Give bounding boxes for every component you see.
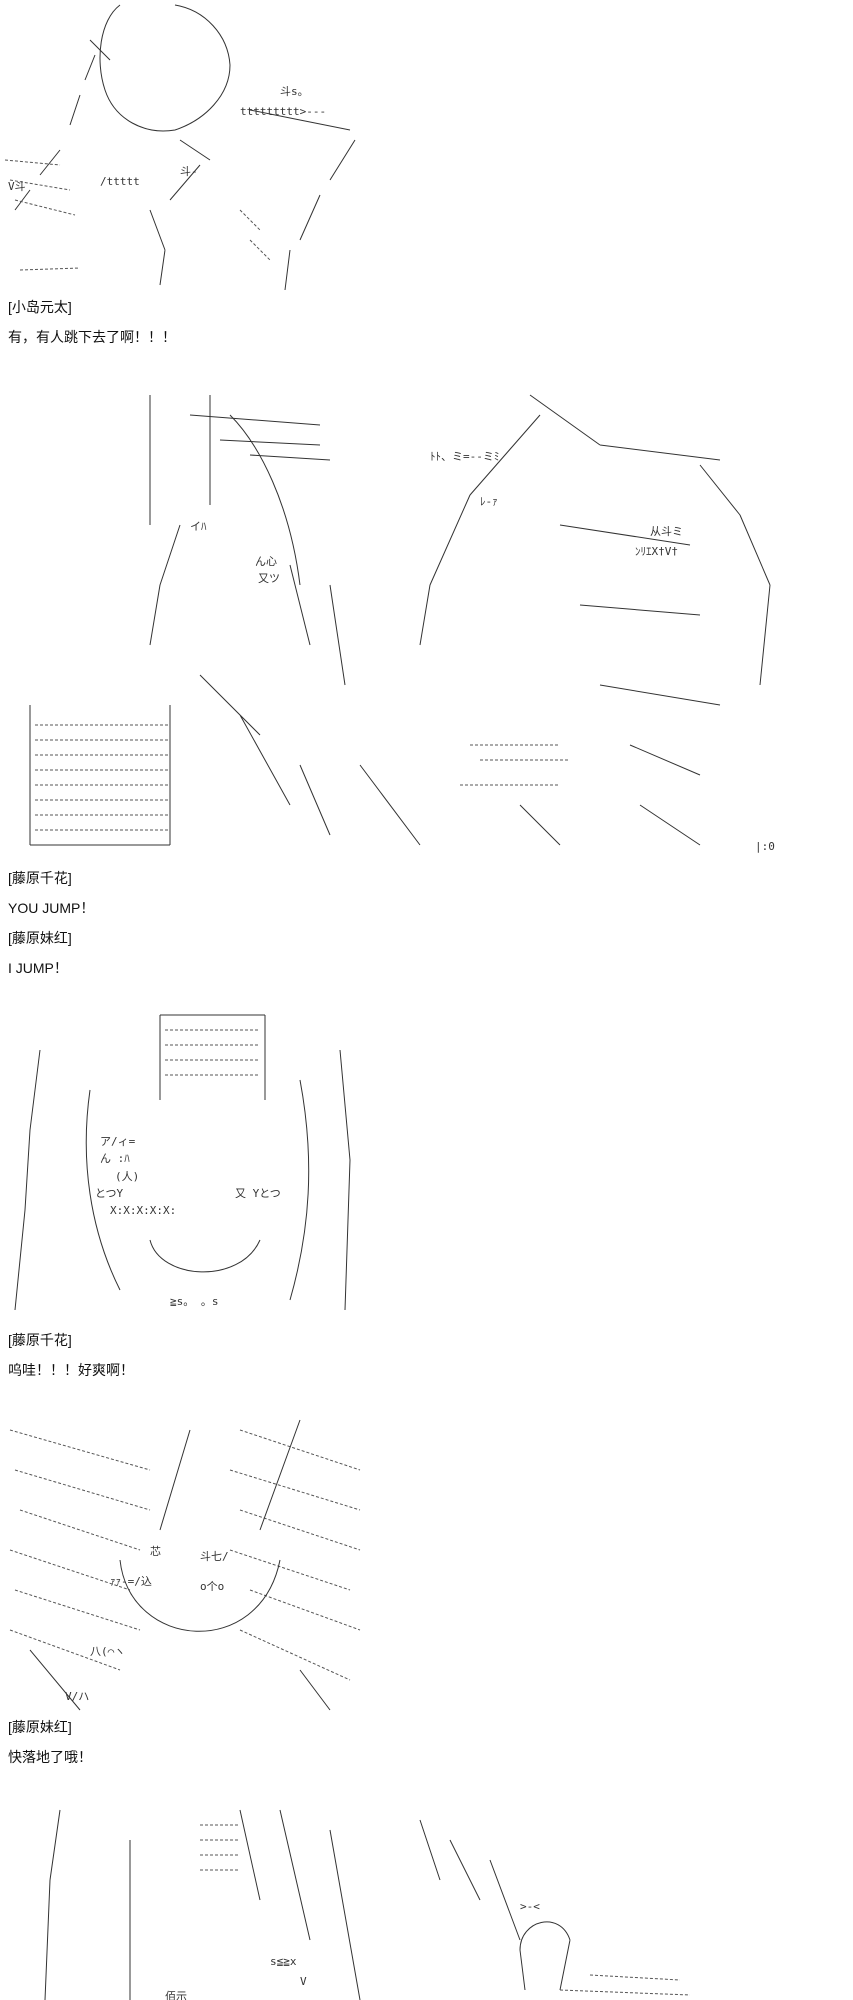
art-fragment: 斗s。 bbox=[280, 85, 309, 98]
dialogue-line: 有，有人跳下去了啊！！！ bbox=[8, 329, 176, 345]
art-fragment: イﾊ bbox=[190, 520, 207, 533]
art-fragment: ん心 bbox=[255, 555, 277, 568]
art-fragment: 斗- bbox=[180, 165, 198, 178]
art-fragment: o个o bbox=[200, 1580, 224, 1593]
art-fragment: ん :ﾊ bbox=[100, 1152, 130, 1165]
ascii-art-drawing-3: ア/ィ= ん :ﾊ (人) とつY X:X:X:X:X: 又 Yとつ ≧s。 。… bbox=[14, 1014, 351, 1311]
art-fragment: X:X:X:X:X: bbox=[110, 1204, 176, 1217]
art-fragment: /ttttt bbox=[100, 175, 140, 188]
speaker-label: [藤原妹红] bbox=[8, 1719, 72, 1735]
art-fragment: ア/ィ= bbox=[100, 1135, 136, 1148]
ascii-art-panel-3: ア/ィ= ん :ﾊ (人) とつY X:X:X:X:X: 又 Yとつ ≧s。 。… bbox=[0, 1010, 380, 1330]
speaker-label: [藤原千花] bbox=[8, 870, 72, 886]
ascii-art-panel-5: s≦≧x 佰示 V >-< bbox=[0, 1800, 700, 2000]
ascii-art-panel-1: 斗s。 ttttttttt>--- 斗- /ttttt V斗 bbox=[0, 0, 440, 300]
art-fragment: ﾚ-ｧ bbox=[480, 495, 498, 508]
ascii-art-panel-4: 芯 斗七/ ｧｧ-=/込 o个o 八(⌒ヽ V/ハ bbox=[0, 1410, 380, 1720]
art-fragment: ﾄﾄ、ミ=--ミﾐ bbox=[430, 450, 499, 463]
art-fragment: >-< bbox=[520, 1900, 540, 1913]
art-fragment: ≧s。 。s bbox=[170, 1295, 219, 1308]
art-fragment: V斗 bbox=[8, 180, 26, 193]
ascii-art-drawing-4: 芯 斗七/ ｧｧ-=/込 o个o 八(⌒ヽ V/ハ bbox=[9, 1419, 361, 1711]
art-fragment: 又 Yとつ bbox=[235, 1187, 281, 1200]
ascii-art-drawing-1: 斗s。 ttttttttt>--- 斗- /ttttt V斗 bbox=[4, 4, 356, 291]
speaker-label: [小岛元太] bbox=[8, 299, 72, 315]
art-fragment: (人) bbox=[115, 1170, 139, 1183]
art-fragment: V/ハ bbox=[65, 1690, 89, 1703]
art-fragment: とつY bbox=[95, 1187, 124, 1200]
art-fragment: V bbox=[300, 1975, 307, 1988]
art-fragment: 又ツ bbox=[258, 572, 280, 585]
speaker-label: [藤原千花] bbox=[8, 1332, 72, 1348]
art-fragment: |:0 bbox=[755, 840, 775, 853]
dialogue-line: 快落地了哦！ bbox=[8, 1749, 92, 1765]
dialogue-line: I JUMP！ bbox=[8, 960, 68, 976]
art-fragment: 从斗ミ bbox=[650, 525, 683, 538]
art-fragment: 斗七/ bbox=[200, 1550, 229, 1563]
art-fragment: 八(⌒ヽ bbox=[90, 1645, 125, 1658]
ascii-art-panel-2: ﾄﾄ、ミ=--ミﾐ ﾚ-ｧ 从斗ミ ﾝﾘｴX†V† ん心 又ツ イﾊ |:0 bbox=[0, 385, 800, 860]
speaker-label: [藤原妹红] bbox=[8, 930, 72, 946]
art-fragment: s≦≧x bbox=[270, 1955, 297, 1968]
art-fragment: 芯 bbox=[150, 1544, 161, 1558]
dialogue-line: 呜哇！！！好爽啊！ bbox=[8, 1362, 134, 1378]
ascii-art-drawing-2: ﾄﾄ、ミ=--ミﾐ ﾚ-ｧ 从斗ミ ﾝﾘｴX†V† ん心 又ツ イﾊ |:0 bbox=[29, 394, 775, 853]
art-fragment: ttttttttt>--- bbox=[240, 105, 326, 118]
ascii-art-drawing-5: s≦≧x 佰示 V >-< bbox=[44, 1809, 691, 2000]
art-fragment: 佰示 bbox=[165, 1990, 187, 2000]
art-fragment: ﾝﾘｴX†V† bbox=[635, 545, 678, 558]
dialogue-line: YOU JUMP！ bbox=[8, 900, 95, 916]
art-fragment: ｧｧ-=/込 bbox=[110, 1575, 152, 1588]
